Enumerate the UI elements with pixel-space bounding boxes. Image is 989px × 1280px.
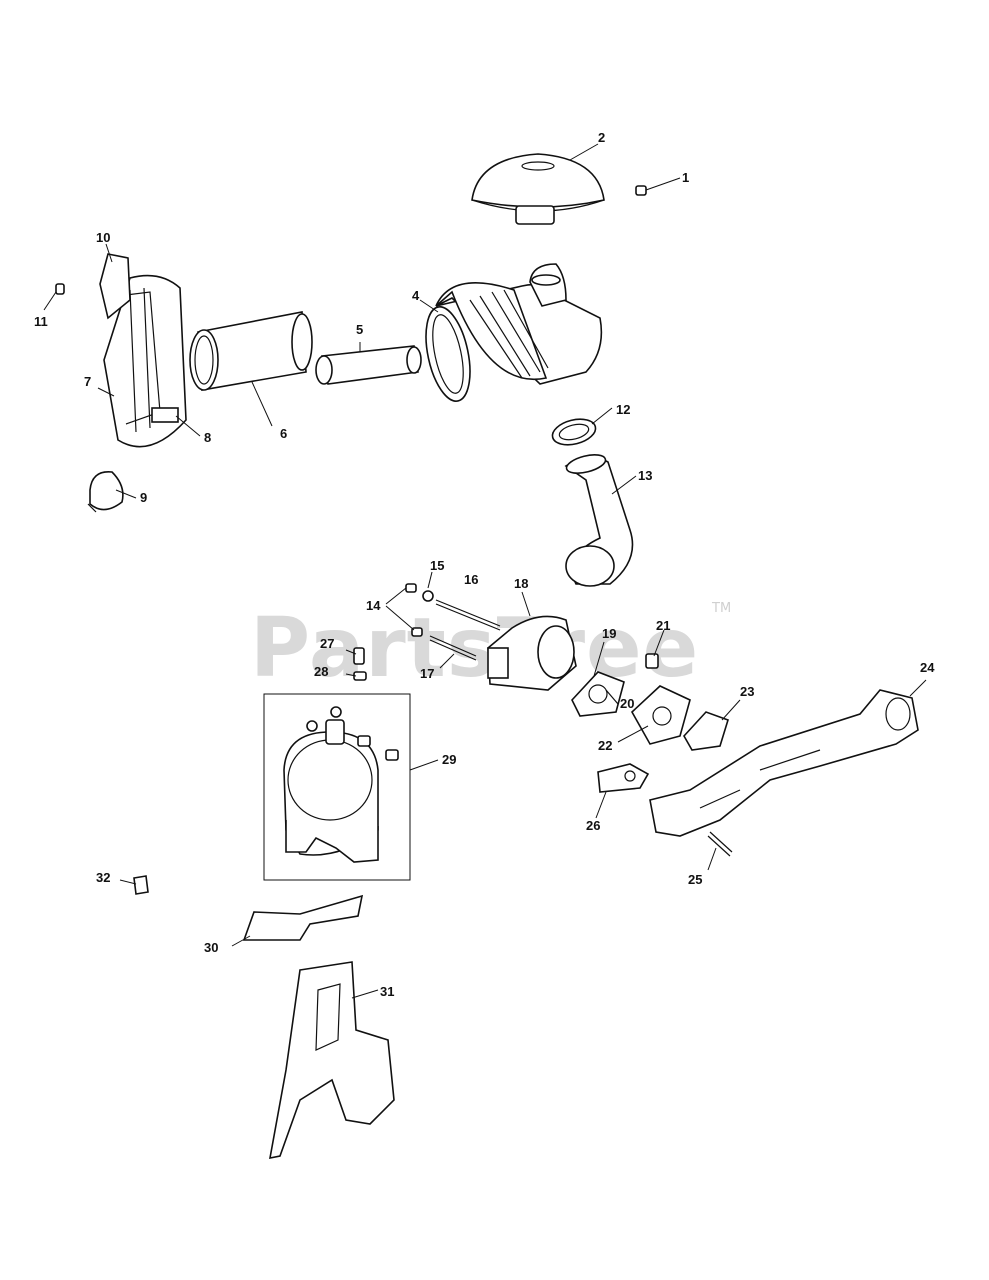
callout-1: 1 <box>682 170 689 185</box>
callout-32: 32 <box>96 870 110 885</box>
callout-20: 20 <box>620 696 634 711</box>
part-27-screw[interactable] <box>353 647 365 665</box>
callout-18: 18 <box>514 576 528 591</box>
part-32-clip[interactable] <box>133 875 149 895</box>
callout-15: 15 <box>430 558 444 573</box>
leader-lines <box>43 143 927 999</box>
part-23-gasket[interactable] <box>683 711 729 751</box>
callout-7: 7 <box>84 374 91 389</box>
callout-28: 28 <box>314 664 328 679</box>
callout-9: 9 <box>140 490 147 505</box>
callout-24: 24 <box>920 660 935 675</box>
part-7-end-cap[interactable] <box>103 274 187 448</box>
callout-16: 16 <box>464 572 478 587</box>
callout-11: 11 <box>34 314 48 329</box>
callout-2: 2 <box>598 130 605 145</box>
part-9-valve[interactable] <box>87 471 124 513</box>
callout-5: 5 <box>356 322 363 337</box>
part-19-gasket[interactable] <box>571 671 625 717</box>
callout-31: 31 <box>380 984 394 999</box>
part-29-housing-kit-box[interactable] <box>263 693 411 881</box>
callout-6: 6 <box>280 426 287 441</box>
part-2-cover[interactable] <box>471 153 605 225</box>
callout-labels: 1 2 4 5 6 7 8 9 10 11 12 13 14 15 16 17 … <box>34 130 935 999</box>
part-4-air-cleaner-body[interactable] <box>418 263 603 405</box>
part-25-bolt[interactable] <box>707 831 733 857</box>
callout-23: 23 <box>740 684 754 699</box>
part-10-indicator[interactable] <box>99 253 131 320</box>
part-24-manifold[interactable] <box>649 689 919 837</box>
watermark-logo: PartsTree <box>250 601 699 696</box>
callout-4: 4 <box>412 288 420 303</box>
part-31-mount-bracket[interactable] <box>269 961 395 1160</box>
part-26-plate[interactable] <box>597 763 650 793</box>
part-20-adapter[interactable] <box>605 689 619 705</box>
part-13-hose[interactable] <box>564 451 634 587</box>
part-5-inner-element[interactable] <box>315 345 422 385</box>
part-6-outer-element[interactable] <box>189 311 313 391</box>
callout-21: 21 <box>656 618 670 633</box>
part-8-bracket[interactable] <box>151 407 179 423</box>
callout-29: 29 <box>442 752 456 767</box>
part-18-throttle-body[interactable] <box>487 615 577 691</box>
part-11-adapter[interactable] <box>55 283 65 295</box>
part-30-bracket[interactable] <box>242 894 364 941</box>
part-15-washer[interactable] <box>422 590 434 602</box>
callout-17: 17 <box>420 666 434 681</box>
callout-8: 8 <box>204 430 211 445</box>
part-12-clamp[interactable] <box>550 415 598 449</box>
part-22-elbow[interactable] <box>630 685 691 745</box>
callout-30: 30 <box>204 940 218 955</box>
part-16-stud[interactable] <box>435 599 501 631</box>
callout-10: 10 <box>96 230 110 245</box>
callout-12: 12 <box>616 402 630 417</box>
callout-14: 14 <box>366 598 381 613</box>
callout-19: 19 <box>602 626 616 641</box>
callout-25: 25 <box>688 872 702 887</box>
callout-27: 27 <box>320 636 334 651</box>
callout-22: 22 <box>598 738 612 753</box>
part-1-nut[interactable] <box>635 185 647 196</box>
watermark-trademark: TM <box>711 601 731 616</box>
part-21-fitting[interactable] <box>645 653 659 669</box>
callout-13: 13 <box>638 468 652 483</box>
callout-26: 26 <box>586 818 600 833</box>
part-17-stud[interactable] <box>429 635 477 661</box>
